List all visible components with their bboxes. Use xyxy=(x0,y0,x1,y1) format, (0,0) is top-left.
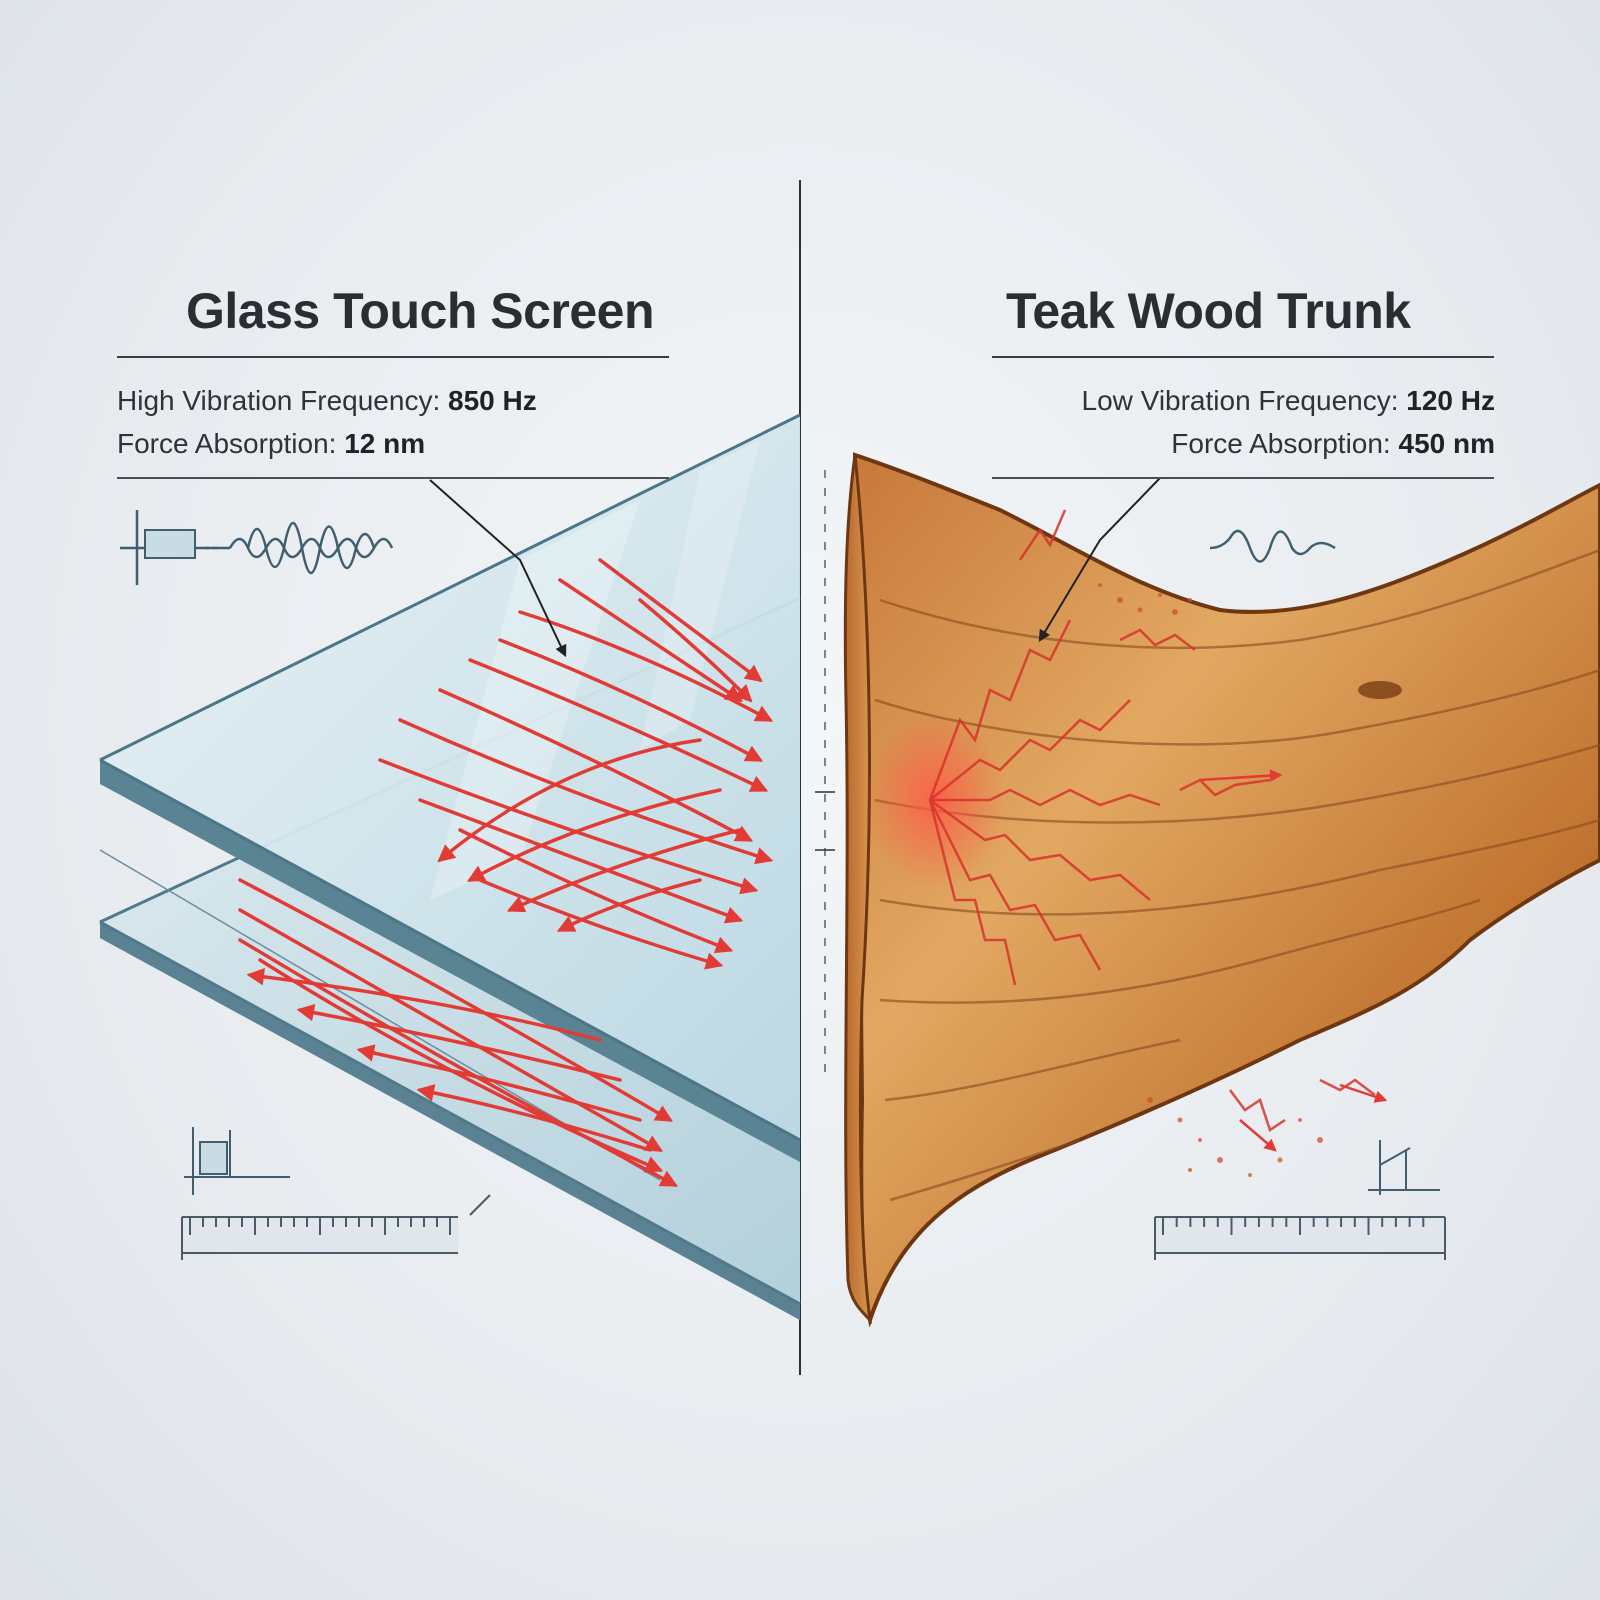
glass-measurement-graph xyxy=(184,1127,290,1195)
teak-absorption-waves xyxy=(928,509,1376,1132)
ruler-icon xyxy=(181,1194,491,1260)
glass-title-rule xyxy=(117,356,669,358)
center-divider xyxy=(799,180,835,1375)
teak-particles xyxy=(1098,583,1323,1177)
teak-title-rule xyxy=(992,356,1494,358)
teak-metrics-rule xyxy=(992,477,1494,479)
teak-trunk-body xyxy=(852,452,1600,1328)
teak-absorption-label: Force Absorption: xyxy=(1171,428,1391,459)
teak-callout-pointer xyxy=(1038,477,1161,643)
teak-frequency-value: 120 Hz xyxy=(1406,385,1495,416)
high-frequency-wave-icon xyxy=(120,510,394,585)
teak-absorption-value: 450 nm xyxy=(1398,428,1496,459)
glass-absorption-label: Force Absorption: xyxy=(117,428,337,459)
glass-vibration-arrows-lower xyxy=(238,878,679,1187)
glass-frequency-value: 850 Hz xyxy=(448,385,537,416)
teak-absorption-arrows xyxy=(1199,769,1388,1152)
teak-title: Teak Wood Trunk xyxy=(1006,283,1411,339)
glass-vibration-arrows-upper xyxy=(378,558,774,970)
teak-absorption: Force Absorption: 450 nm xyxy=(1171,428,1495,460)
glass-absorption: Force Absorption: 12 nm xyxy=(117,428,425,460)
glass-metrics-rule xyxy=(117,477,669,479)
teak-frequency: Low Vibration Frequency: 120 Hz xyxy=(1082,385,1496,417)
glass-absorption-value: 12 nm xyxy=(344,428,426,459)
glass-callout-pointer xyxy=(429,479,567,658)
glass-frequency-label: High Vibration Frequency: xyxy=(117,385,441,416)
teak-measurement-graph xyxy=(1368,1140,1440,1195)
teak-frequency-label: Low Vibration Frequency: xyxy=(1081,385,1399,416)
glass-frequency: High Vibration Frequency: 850 Hz xyxy=(117,385,537,417)
glass-panels-illustration xyxy=(99,413,801,1320)
ruler-icon xyxy=(1154,1216,1446,1260)
low-frequency-wave-icon xyxy=(1209,529,1336,563)
glass-title: Glass Touch Screen xyxy=(186,283,655,339)
teak-knot xyxy=(1358,681,1402,699)
teak-trunk-illustration xyxy=(843,452,1600,1328)
